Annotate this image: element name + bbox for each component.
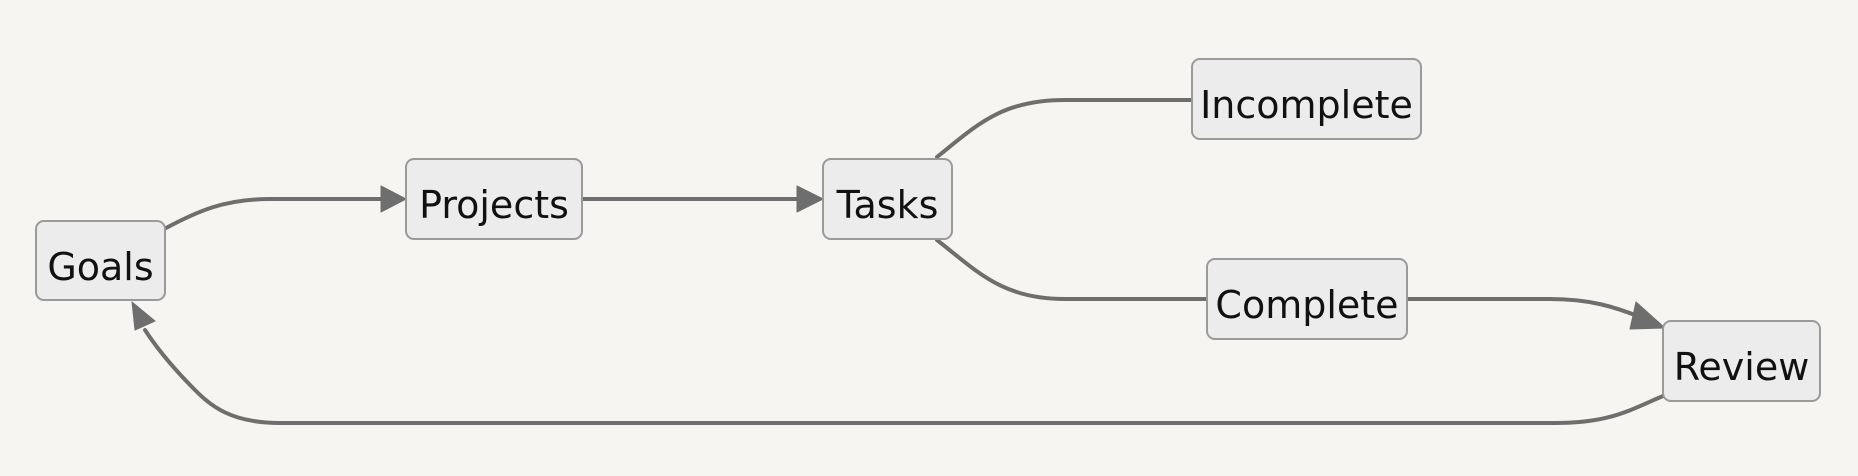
arrowhead-projects <box>380 185 407 213</box>
arrowhead-tasks <box>796 185 824 213</box>
node-projects-box <box>405 158 583 240</box>
node-review-box <box>1662 320 1821 402</box>
edge-tasks-to-incomplete <box>935 98 1194 159</box>
node-review-label: Review <box>1674 345 1810 389</box>
node-review[interactable]: Review <box>1662 320 1821 402</box>
arrowhead-review <box>1629 301 1666 330</box>
node-incomplete-label: Incomplete <box>1200 83 1413 127</box>
edges <box>131 98 1666 425</box>
node-complete-box <box>1206 258 1408 340</box>
node-tasks[interactable]: Tasks <box>822 158 953 240</box>
edge-goals-to-projects <box>164 197 388 230</box>
node-goals-box <box>35 220 166 301</box>
edge-review-to-goals <box>143 328 1665 425</box>
node-tasks-label: Tasks <box>836 183 939 227</box>
node-tasks-box <box>822 158 953 240</box>
node-complete-label: Complete <box>1215 283 1398 327</box>
node-incomplete[interactable]: Incomplete <box>1191 58 1422 140</box>
edge-complete-to-review <box>1405 297 1642 319</box>
node-projects[interactable]: Projects <box>405 158 583 240</box>
node-goals-label: Goals <box>47 245 153 289</box>
arrowhead-goals <box>131 301 156 331</box>
node-incomplete-box <box>1191 58 1422 140</box>
edge-tasks-to-complete <box>935 238 1209 301</box>
node-projects-label: Projects <box>419 183 569 227</box>
node-complete[interactable]: Complete <box>1206 258 1408 340</box>
node-goals[interactable]: Goals <box>35 220 166 301</box>
